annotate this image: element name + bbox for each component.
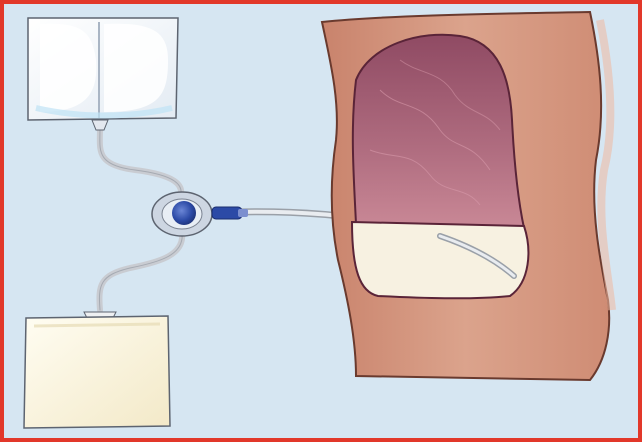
fresh-dialysate-bag [28,18,178,130]
drain-bag [24,312,170,428]
peritoneal-cavity [353,35,524,228]
